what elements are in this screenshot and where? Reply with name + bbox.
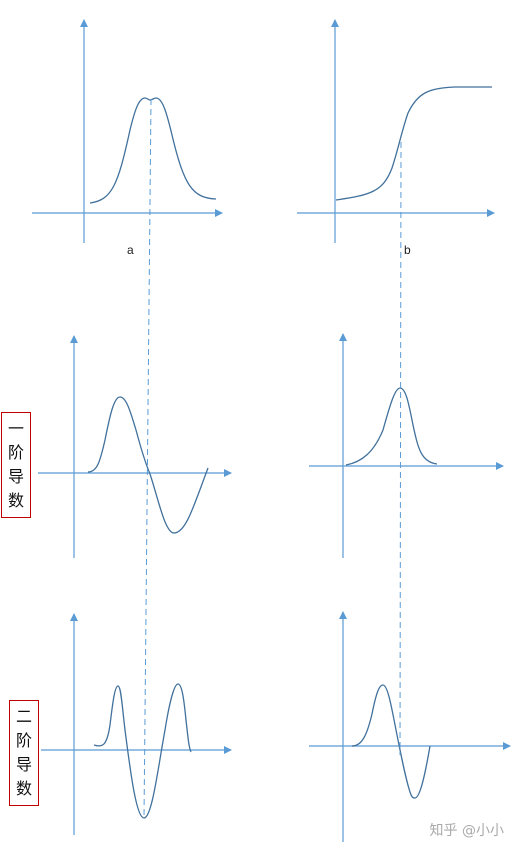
first-derivative-char-4: 数 — [7, 491, 24, 510]
second-derivative-b-curve — [351, 684, 431, 799]
panel-d-first-derivative-b — [309, 333, 504, 558]
sigmoid-curve — [335, 86, 492, 201]
second-derivative-a-curve — [93, 683, 192, 819]
first-derivative-char-3: 导 — [7, 467, 24, 486]
label-b: b — [404, 243, 411, 257]
panel-f-second-derivative-b — [309, 611, 511, 842]
guide-line-b-inflection-to-peak — [399, 141, 402, 756]
guide-line-a-peak-to-zero-crossings — [143, 98, 152, 819]
gaussian-curve — [89, 97, 217, 204]
panel-a-gaussian — [32, 19, 223, 243]
watermark: 知乎 @小小 — [429, 823, 504, 839]
second-derivative-char-3: 导 — [15, 755, 32, 774]
panel-c-first-derivative-a — [38, 335, 232, 558]
first-derivative-label-box: 一 阶 导 数 — [1, 412, 31, 518]
panel-b-sigmoid — [297, 19, 495, 243]
first-derivative-b-curve — [345, 387, 438, 466]
second-derivative-label-box: 二 阶 导 数 — [9, 700, 39, 806]
first-derivative-char-1: 一 — [7, 419, 24, 438]
panel-e-second-derivative-a — [41, 613, 232, 835]
first-derivative-a-curve — [87, 396, 209, 534]
first-derivative-char-2: 阶 — [7, 443, 24, 462]
second-derivative-char-1: 二 — [15, 707, 32, 726]
second-derivative-char-2: 阶 — [15, 731, 32, 750]
second-derivative-char-4: 数 — [15, 779, 32, 798]
label-a: a — [127, 243, 134, 257]
